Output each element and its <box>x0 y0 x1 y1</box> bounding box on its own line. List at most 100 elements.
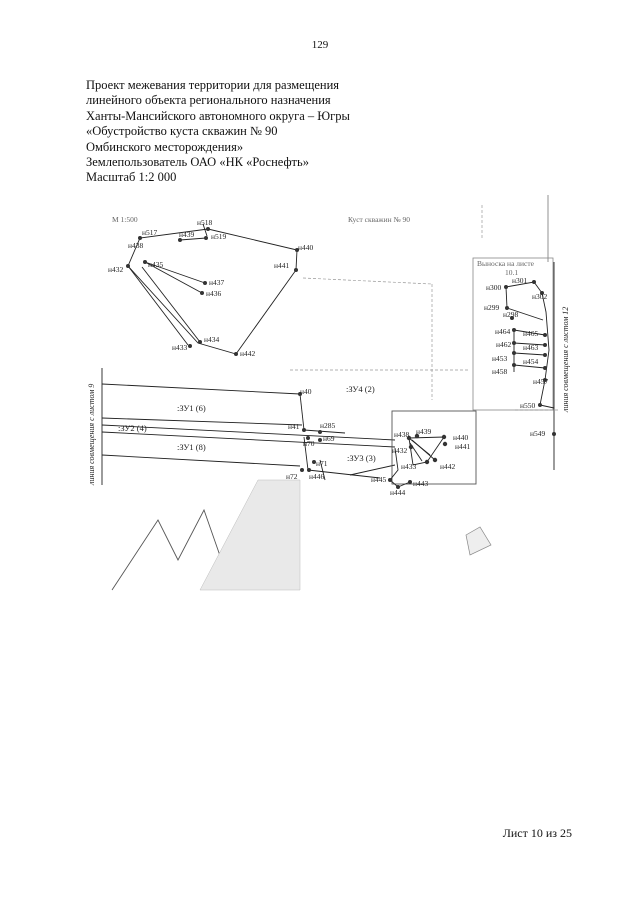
title-line: «Обустройство куста скважин № 90 <box>86 124 278 139</box>
point-marker <box>432 457 438 463</box>
point-label: н438 <box>394 430 410 439</box>
point-marker <box>200 291 204 295</box>
point-label: н71 <box>316 459 328 468</box>
point-marker <box>414 433 420 439</box>
point-marker <box>143 260 147 264</box>
point-marker <box>204 236 208 240</box>
point-marker <box>510 316 514 320</box>
title-line: Ханты-Мансийского автономного округа – Ю… <box>86 108 350 123</box>
point-label: н453 <box>492 354 508 363</box>
point-label: н72 <box>286 472 298 481</box>
point-marker <box>408 480 412 484</box>
point-marker <box>318 438 322 442</box>
point-marker <box>198 340 202 344</box>
point-label: н302 <box>532 292 548 301</box>
point-marker <box>512 351 516 355</box>
point-marker <box>538 403 542 407</box>
point-label: н435 <box>148 260 164 269</box>
point-marker <box>396 485 400 489</box>
point-label: н438 <box>128 241 144 250</box>
scale-line: Масштаб 1:2 000 <box>86 170 177 185</box>
point-label: н440 <box>298 243 314 252</box>
point-marker <box>307 468 311 472</box>
point-marker <box>388 478 392 482</box>
point-marker <box>126 264 130 268</box>
point-label: н462 <box>496 340 512 349</box>
point-label: н433 <box>401 462 417 471</box>
point-marker <box>505 306 509 310</box>
sheet-number: Лист 10 из 25 <box>502 826 572 840</box>
survey-points <box>126 227 556 489</box>
well-pad-label: Куст скважин № 90 <box>348 215 410 224</box>
document-title-block: Проект межевания территории для размещен… <box>86 78 350 186</box>
zone-label: :ЗУ2 (4) <box>118 423 147 433</box>
point-label: н464 <box>495 327 511 336</box>
map-scale-label: М 1:500 <box>112 215 138 224</box>
point-label: н549 <box>530 429 546 438</box>
point-label: н439 <box>179 230 195 239</box>
point-label: н463 <box>523 343 539 352</box>
point-label: н301 <box>512 276 528 285</box>
point-label: н40 <box>300 387 312 396</box>
page-number: 129 <box>311 39 329 51</box>
title-line: Омбинского месторождения» <box>86 139 244 154</box>
point-marker <box>138 236 142 240</box>
point-marker <box>543 333 547 337</box>
point-label: н299 <box>484 303 500 312</box>
point-label: н285 <box>320 421 336 430</box>
point-marker <box>406 435 412 441</box>
point-label: н445 <box>371 475 387 484</box>
point-label: н519 <box>211 232 227 241</box>
point-marker <box>543 378 547 382</box>
point-label: н436 <box>206 289 222 298</box>
point-marker <box>408 444 414 450</box>
point-marker <box>442 441 448 447</box>
point-label: н432 <box>392 446 408 455</box>
point-marker <box>424 459 430 465</box>
point-label: н441 <box>455 442 471 451</box>
point-label: н444 <box>390 488 406 497</box>
point-marker <box>300 468 304 472</box>
point-marker <box>552 432 556 436</box>
title-line: Проект межевания территории для размещен… <box>86 78 340 92</box>
point-marker <box>512 341 516 345</box>
point-marker <box>512 363 516 367</box>
point-marker <box>312 460 316 464</box>
point-label: н550 <box>520 401 536 410</box>
point-marker <box>298 392 302 396</box>
point-label: н458 <box>492 367 508 376</box>
point-marker <box>532 280 536 284</box>
callout-number: 10.1 <box>505 268 518 277</box>
point-label: н433 <box>172 343 188 352</box>
point-marker <box>203 281 207 285</box>
point-label: н440 <box>453 433 469 442</box>
point-label: н457 <box>533 377 549 386</box>
point-marker <box>306 436 310 440</box>
point-marker <box>512 328 516 332</box>
point-marker <box>178 238 182 242</box>
point-marker <box>543 366 547 370</box>
point-label: н439 <box>416 427 432 436</box>
point-label: н298 <box>503 310 519 319</box>
point-label: н432 <box>108 265 124 274</box>
callout-label: Выноска на листе <box>477 259 535 268</box>
point-label: н441 <box>274 261 290 270</box>
point-label: н442 <box>240 349 256 358</box>
point-marker <box>318 430 322 434</box>
zone-label: :ЗУ4 (2) <box>346 384 375 394</box>
point-label: н517 <box>142 228 158 237</box>
point-label: н41 <box>288 422 300 431</box>
point-marker <box>188 344 192 348</box>
match-line-label-left: линия совмещения с листом 9 <box>87 384 96 486</box>
point-label: н518 <box>197 218 213 227</box>
corridor-lines <box>101 368 477 485</box>
point-label: н70 <box>303 439 315 448</box>
callout-frame <box>472 257 554 411</box>
point-label: н446 <box>309 472 325 481</box>
point-marker <box>234 352 238 356</box>
zone-label: :ЗУ1 (6) <box>177 403 206 413</box>
title-line: Землепользователь ОАО «НК «Роснефть» <box>86 155 309 170</box>
point-label: н442 <box>440 462 456 471</box>
point-marker <box>206 227 210 231</box>
